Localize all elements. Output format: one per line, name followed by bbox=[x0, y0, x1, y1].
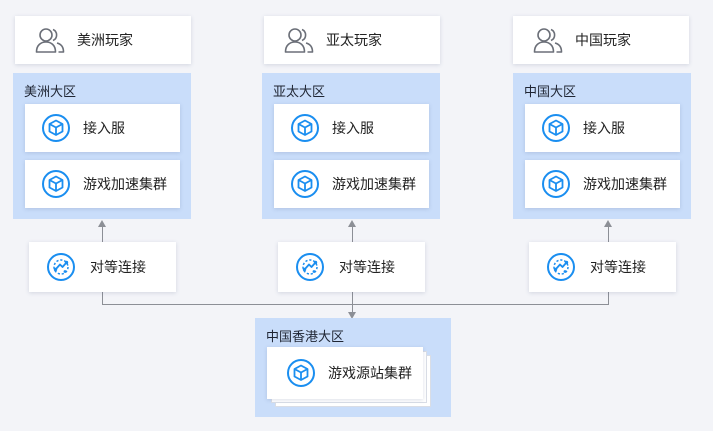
peering-label: 对等连接 bbox=[590, 259, 646, 275]
region-hong-kong: 中国香港大区 游戏源站集群 bbox=[255, 318, 451, 417]
peering-label: 对等连接 bbox=[90, 259, 146, 275]
region-title: 亚太大区 bbox=[273, 84, 326, 99]
peering-connection-icon bbox=[295, 252, 325, 282]
user-group-icon bbox=[533, 26, 563, 54]
connector-line bbox=[102, 304, 609, 305]
player-label: 亚太玩家 bbox=[326, 32, 382, 48]
arrow-up-icon bbox=[348, 220, 356, 227]
acceleration-cluster-card: 游戏加速集群 bbox=[274, 160, 429, 208]
region-title: 中国香港大区 bbox=[266, 329, 345, 344]
player-card-americas: 美洲玩家 bbox=[15, 16, 191, 64]
connector-line bbox=[352, 292, 353, 313]
access-server-label: 接入服 bbox=[83, 120, 125, 136]
acceleration-cluster-card: 游戏加速集群 bbox=[25, 160, 180, 208]
player-label: 中国玩家 bbox=[575, 32, 631, 48]
cube-icon bbox=[290, 169, 320, 199]
acceleration-cluster-label: 游戏加速集群 bbox=[583, 176, 667, 192]
region-americas: 美洲大区 接入服 游戏加速集群 bbox=[13, 73, 191, 219]
region-title: 中国大区 bbox=[524, 84, 577, 99]
access-server-label: 接入服 bbox=[332, 120, 374, 136]
cube-icon bbox=[541, 113, 571, 143]
arrow-down-icon bbox=[348, 312, 356, 319]
player-label: 美洲玩家 bbox=[77, 32, 133, 48]
access-server-card: 接入服 bbox=[525, 104, 680, 152]
connector-line bbox=[102, 292, 103, 305]
arrow-up-icon bbox=[604, 220, 612, 227]
region-title: 美洲大区 bbox=[24, 84, 77, 99]
peering-connection-icon bbox=[546, 252, 576, 282]
access-server-label: 接入服 bbox=[583, 120, 625, 136]
connector-line bbox=[608, 292, 609, 305]
cube-icon bbox=[541, 169, 571, 199]
player-card-apac: 亚太玩家 bbox=[264, 16, 440, 64]
region-apac: 亚太大区 接入服 游戏加速集群 bbox=[262, 73, 440, 219]
origin-cluster-label: 游戏源站集群 bbox=[328, 365, 412, 381]
acceleration-cluster-card: 游戏加速集群 bbox=[525, 160, 680, 208]
acceleration-cluster-label: 游戏加速集群 bbox=[83, 176, 167, 192]
connector-line bbox=[608, 226, 609, 242]
user-group-icon bbox=[284, 26, 314, 54]
access-server-card: 接入服 bbox=[274, 104, 429, 152]
player-card-china: 中国玩家 bbox=[513, 16, 689, 64]
arrow-up-icon bbox=[98, 220, 106, 227]
connector-line bbox=[102, 226, 103, 242]
cube-icon bbox=[41, 169, 71, 199]
acceleration-cluster-label: 游戏加速集群 bbox=[332, 176, 416, 192]
cube-icon bbox=[41, 113, 71, 143]
user-group-icon bbox=[35, 26, 65, 54]
cube-icon bbox=[286, 358, 316, 388]
access-server-card: 接入服 bbox=[25, 104, 180, 152]
peering-card-china: 对等连接 bbox=[529, 242, 676, 292]
region-china: 中国大区 接入服 游戏加速集群 bbox=[513, 73, 691, 219]
origin-cluster-card: 游戏源站集群 bbox=[267, 347, 423, 399]
peering-card-americas: 对等连接 bbox=[29, 242, 176, 292]
connector-line bbox=[352, 226, 353, 242]
cube-icon bbox=[290, 113, 320, 143]
peering-card-apac: 对等连接 bbox=[278, 242, 425, 292]
peering-connection-icon bbox=[46, 252, 76, 282]
peering-label: 对等连接 bbox=[339, 259, 395, 275]
